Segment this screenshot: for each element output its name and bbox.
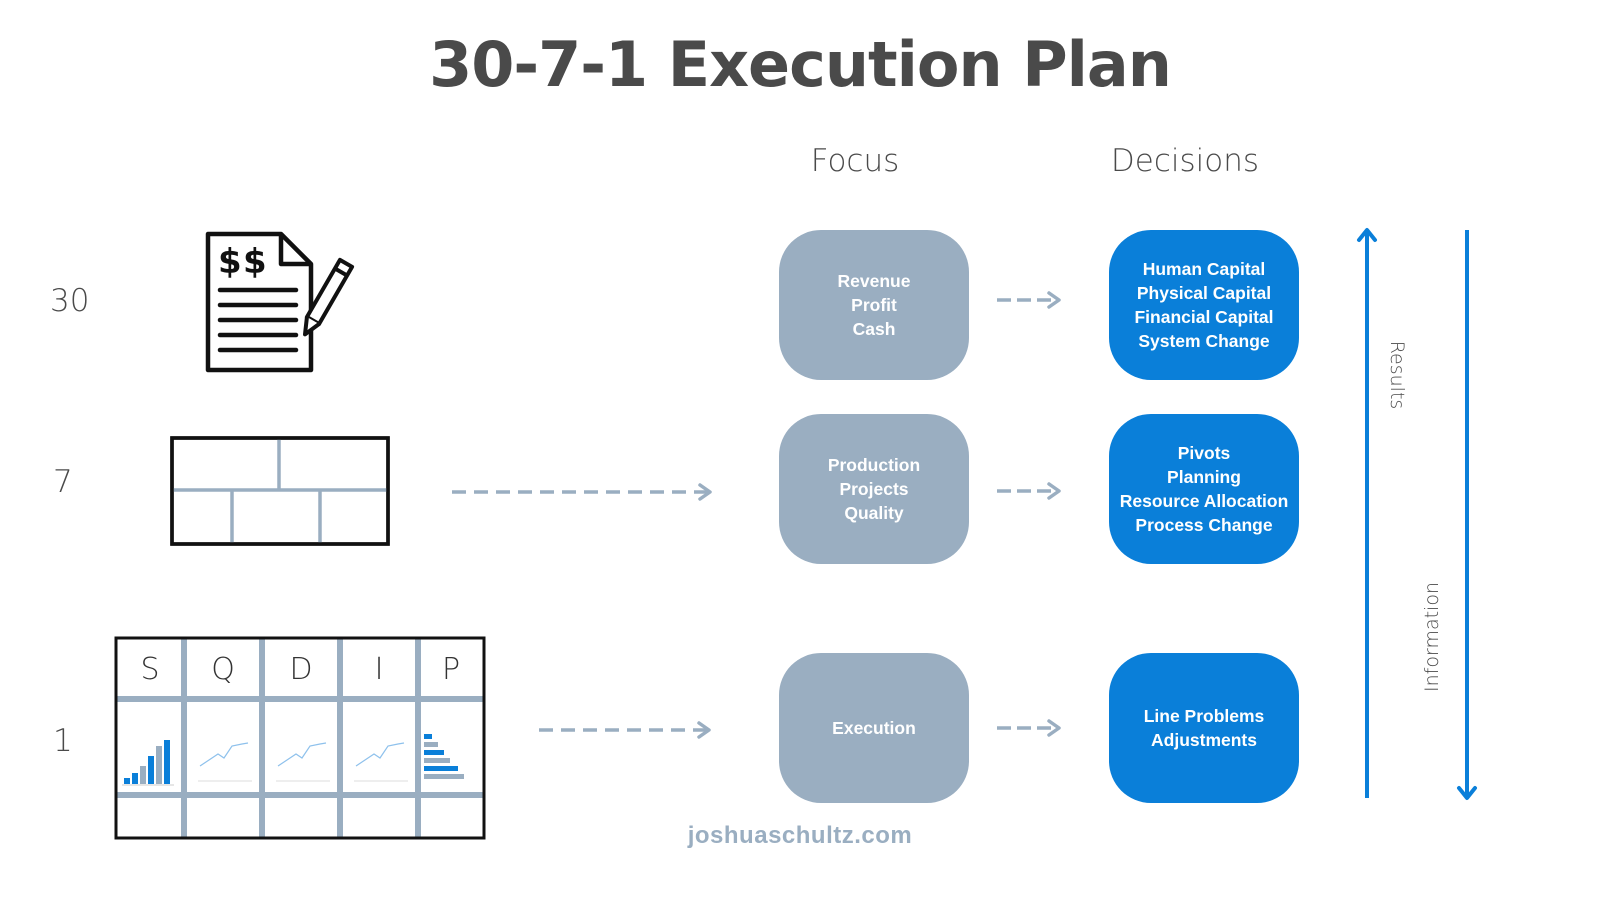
board-letter-s: S bbox=[140, 652, 159, 687]
mini-line-chart-icon bbox=[199, 742, 405, 767]
row-label-30: 30 bbox=[50, 283, 90, 319]
decision-item: Adjustments bbox=[1151, 730, 1257, 750]
decision-box-7: Pivots Planning Resource Allocation Proc… bbox=[1109, 414, 1299, 564]
brick-board-icon bbox=[170, 436, 390, 546]
decision-item: Financial Capital bbox=[1134, 307, 1274, 327]
focus-item: Production bbox=[827, 455, 921, 475]
focus-box-1: Execution bbox=[779, 653, 969, 803]
svg-text:$: $ bbox=[218, 242, 242, 282]
decision-item: Process Change bbox=[1135, 515, 1273, 535]
focus-item: Quality bbox=[844, 503, 904, 523]
dashed-arrow-focus-to-decision-30 bbox=[997, 291, 1061, 309]
information-label: Information bbox=[1421, 582, 1443, 692]
board-letter-p: P bbox=[442, 652, 460, 687]
decision-item: Resource Allocation bbox=[1119, 491, 1289, 511]
mini-horizontal-bar-chart-icon bbox=[424, 734, 464, 779]
focus-item: Profit bbox=[851, 295, 897, 315]
results-up-arrow bbox=[1357, 228, 1377, 798]
focus-box-30: Revenue Profit Cash bbox=[779, 230, 969, 380]
dashed-arrow-focus-to-decision-7 bbox=[997, 482, 1061, 500]
focus-item: Revenue bbox=[837, 271, 911, 291]
page-title: 30-7-1 Execution Plan bbox=[429, 28, 1172, 101]
dashed-arrow-row-1 bbox=[539, 721, 711, 739]
focus-item: Projects bbox=[839, 479, 909, 499]
decision-item: Line Problems bbox=[1143, 706, 1265, 726]
row-label-1: 1 bbox=[53, 723, 73, 759]
mini-bar-chart-icon bbox=[122, 740, 174, 786]
focus-box-7: Production Projects Quality bbox=[779, 414, 969, 564]
decision-item: Physical Capital bbox=[1136, 283, 1272, 303]
information-down-arrow bbox=[1457, 230, 1477, 800]
decisions-column-header: Decisions bbox=[1110, 143, 1260, 179]
decision-item: Human Capital bbox=[1142, 259, 1266, 279]
decision-box-1: Line Problems Adjustments bbox=[1109, 653, 1299, 803]
footer-website: joshuaschultz.com bbox=[687, 822, 913, 849]
board-letter-q: Q bbox=[211, 652, 235, 687]
dashed-arrow-row-7 bbox=[452, 483, 712, 501]
focus-item: Execution bbox=[832, 718, 916, 738]
board-letter-i: I bbox=[375, 652, 384, 687]
board-letter-d: D bbox=[289, 652, 312, 687]
decision-item: System Change bbox=[1138, 331, 1270, 351]
decision-item: Planning bbox=[1167, 467, 1241, 487]
focus-item: Cash bbox=[852, 319, 896, 339]
sqdip-board-icon: S Q D I P bbox=[114, 636, 486, 840]
decision-box-30: Human Capital Physical Capital Financial… bbox=[1109, 230, 1299, 380]
results-label: Results bbox=[1386, 340, 1408, 410]
focus-column-header: Focus bbox=[810, 143, 900, 179]
svg-text:$: $ bbox=[243, 242, 267, 282]
row-label-7: 7 bbox=[53, 464, 73, 500]
decision-item: Pivots bbox=[1177, 443, 1231, 463]
dashed-arrow-focus-to-decision-1 bbox=[997, 719, 1061, 737]
invoice-document-pencil-icon: $ $ bbox=[205, 231, 355, 373]
